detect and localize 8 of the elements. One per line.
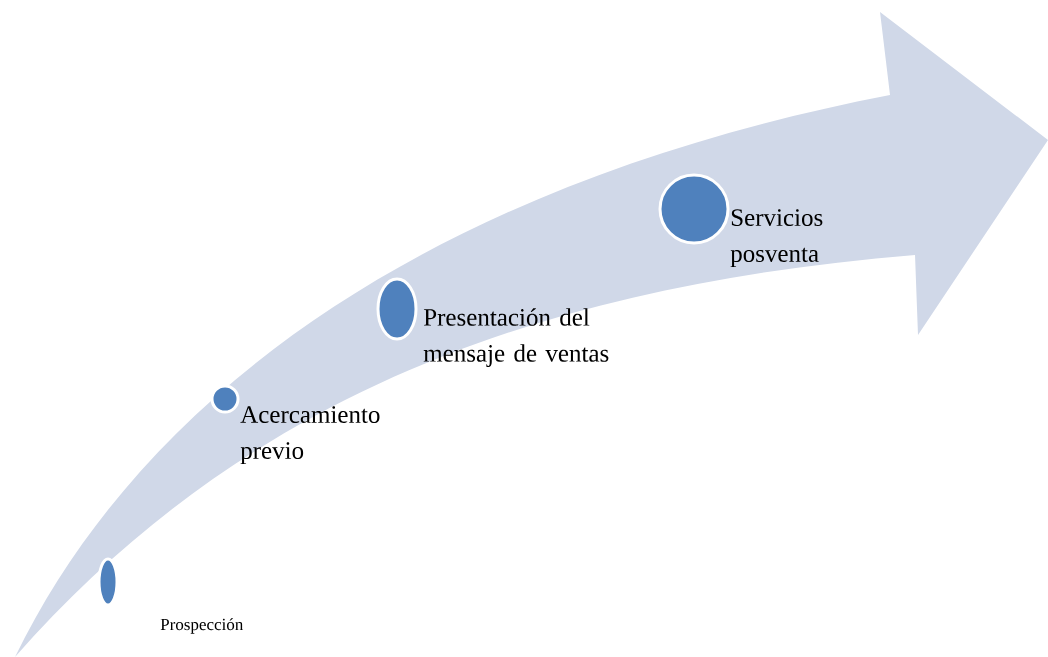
step-label: Acercamiento previo: [240, 406, 380, 465]
step-label: Prospección: [160, 618, 244, 634]
step-label: Servicios posventa: [730, 209, 823, 268]
step-label: Presentación del mensaje de ventas: [423, 308, 609, 367]
circle-marker: [658, 173, 730, 245]
circle-marker: [210, 384, 240, 414]
circle-marker: [376, 277, 418, 341]
circle-marker: [97, 557, 119, 607]
